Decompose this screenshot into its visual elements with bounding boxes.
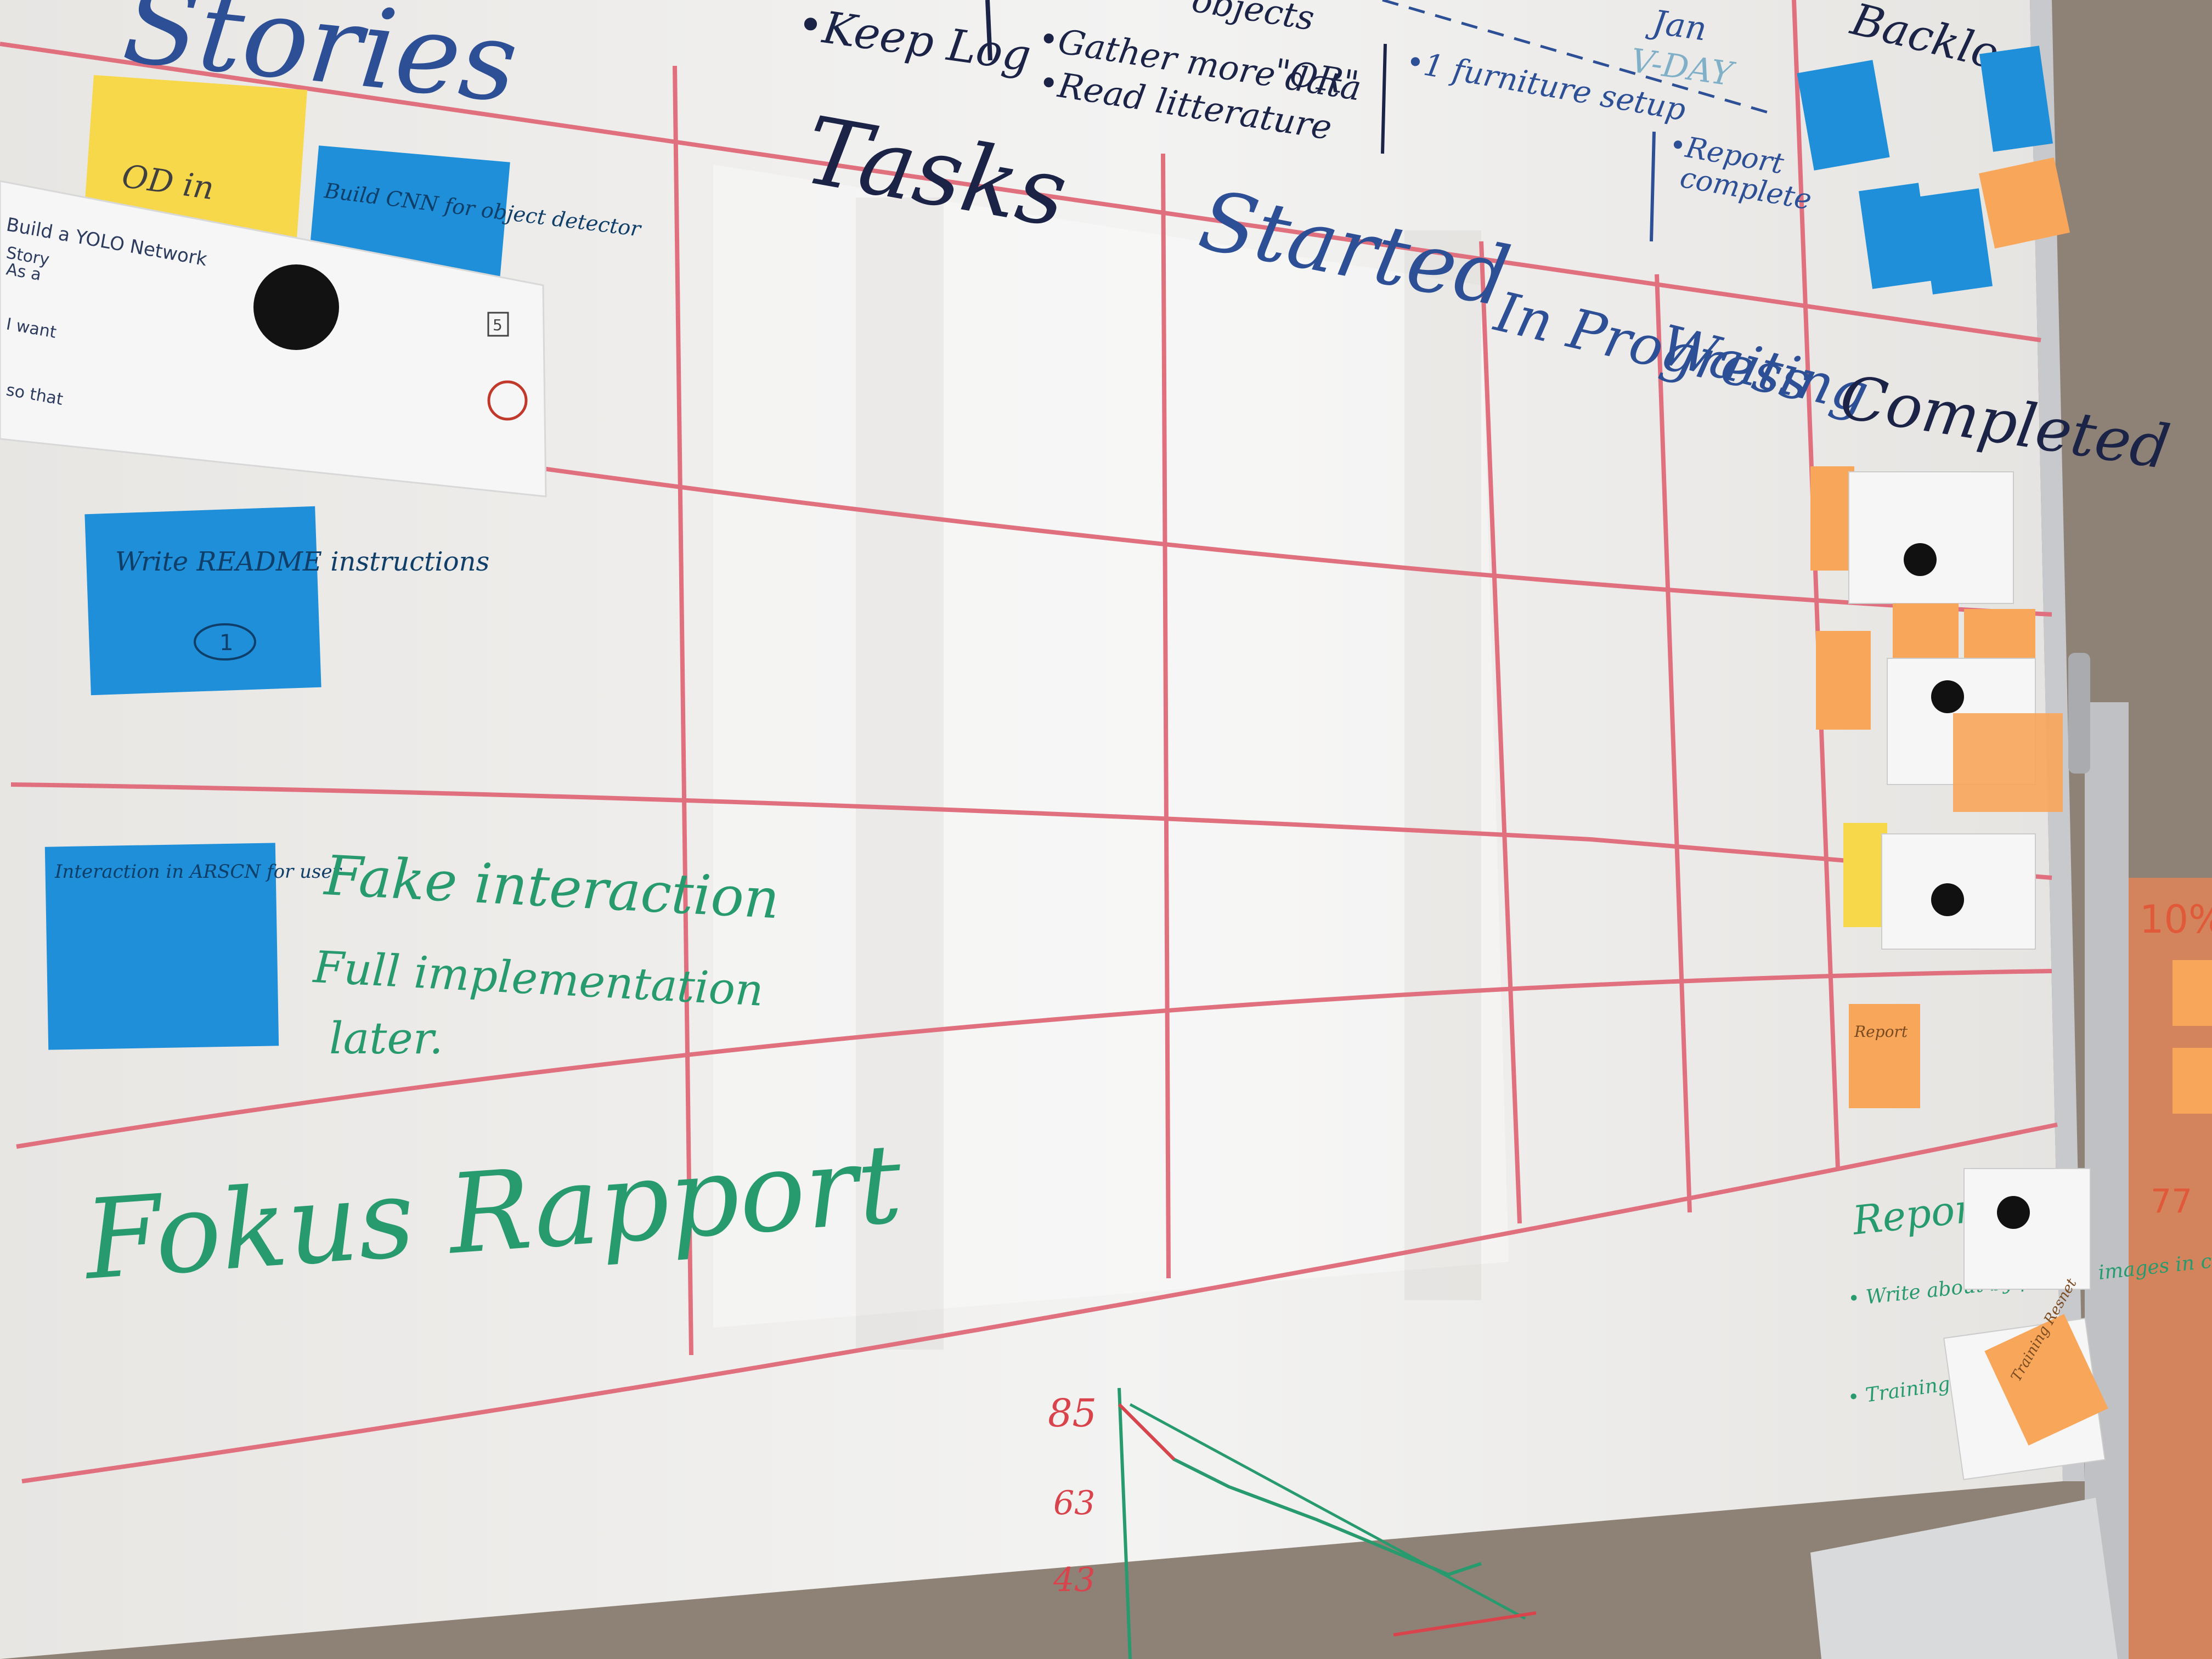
backlog-sticky-1: [1797, 60, 1890, 171]
story-card-points: 5: [493, 316, 503, 334]
completed-sticky-6: [1843, 823, 1887, 927]
completed-sticky-1: [1810, 466, 1854, 571]
backlog-sticky-2: [1979, 46, 2053, 152]
story-row-2: Write README instructions 1: [84, 506, 489, 696]
graph-tick-63: 63: [1053, 1484, 1095, 1522]
completed-cards: Report: [1810, 466, 2063, 1108]
completed-sticky-report-text: Report: [1854, 1023, 1908, 1041]
graph-ideal-line: [1129, 1403, 1526, 1620]
green-later: later.: [329, 1013, 443, 1064]
story-row-1: OD in Build CNN for object detector Buil…: [0, 75, 644, 498]
graph-y-axis: [1118, 1387, 1132, 1659]
graph-red-segment: [1118, 1403, 1176, 1461]
graph-x-axis: [1393, 1611, 1537, 1637]
jan-note: Jan: [1644, 2, 1709, 49]
report-orange-sticky: [1984, 1314, 2108, 1446]
report-card-1: [1963, 1168, 2091, 1290]
sticky-arscn-text: Interaction in ARSCN for user: [54, 861, 342, 883]
wall-percent: 10%: [2140, 897, 2212, 942]
side-wall: 10% 77: [2140, 897, 2212, 1221]
grid-lines: [0, 0, 2058, 1483]
backlog-sticky-4: [1919, 188, 1993, 295]
board-tray: [1810, 1498, 2118, 1659]
magnet-icon: [253, 264, 339, 350]
window-reflection: [713, 165, 1509, 1328]
sticky-blue-arscn: [44, 843, 279, 1050]
board-clip: [2068, 653, 2090, 774]
wall-sticky-2: [2172, 1048, 2212, 1114]
wall-number: 77: [2151, 1182, 2192, 1221]
story-row-3: Interaction in ARSCN for user Fake inter…: [44, 843, 781, 1064]
sticky-blue-readme: [84, 506, 321, 696]
wall-sticky-1: [2172, 960, 2212, 1026]
backlog-stickies: [1797, 46, 2070, 295]
graph-tick-43: 43: [1053, 1561, 1095, 1599]
completed-card-1: [1848, 471, 2014, 604]
backlog-sticky-5: [1978, 157, 2070, 249]
completed-sticky-5: [1953, 713, 2063, 812]
sticky-readme-text: Write README instructions: [115, 546, 489, 577]
sticky-readme-points: 1: [219, 630, 233, 656]
burndown-graph: 85 63 43: [1048, 1387, 1537, 1659]
completed-sticky-2: [1816, 631, 1871, 730]
completed-sticky-report: [1849, 1004, 1920, 1108]
backlog-sticky-3: [1859, 183, 1932, 289]
graph-tick-85: 85: [1048, 1391, 1097, 1436]
story-card-priority-icon: [487, 380, 528, 421]
